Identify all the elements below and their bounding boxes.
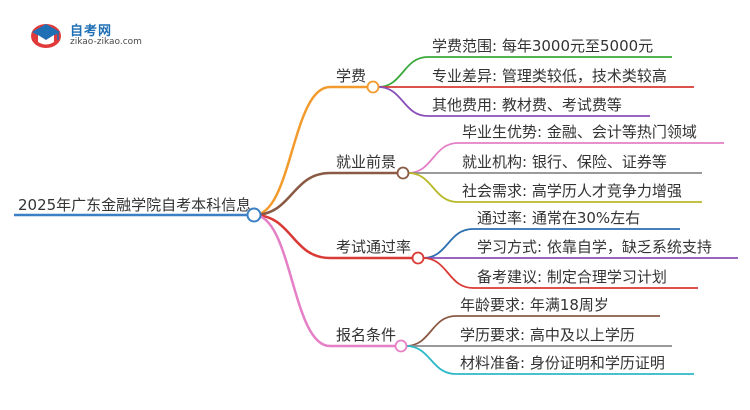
root-label: 2025年广东金融学院自考本科信息: [18, 196, 251, 214]
leaf-edge: [407, 172, 459, 203]
branch-label: 学费: [336, 67, 366, 85]
graduation-cap-icon: [31, 24, 61, 48]
leaf-label: 通过率: 通常在30%左右: [477, 209, 640, 227]
leaf-label: 材料准备: 身份证明和学历证明: [460, 354, 665, 372]
branch-label: 就业前景: [336, 153, 396, 171]
site-logo: 自考网 zikao-zikao.com: [28, 18, 168, 52]
leaf-edge: [405, 345, 457, 375]
root-node[interactable]: [246, 207, 262, 223]
branch-edge: [253, 85, 331, 217]
leaf-label: 年龄要求: 年满18周岁: [460, 296, 609, 314]
branch-node[interactable]: [366, 80, 380, 94]
branch-node[interactable]: [394, 339, 408, 353]
leaf-edge: [405, 315, 457, 347]
leaf-label: 毕业生优势: 金融、会计等热门领域: [462, 123, 697, 141]
branch-edge: [253, 213, 331, 348]
leaf-edge: [422, 228, 474, 259]
branch-label: 考试通过率: [336, 238, 411, 256]
leaf-edge: [422, 257, 474, 289]
leaf-edge: [407, 142, 459, 174]
leaf-label: 备考建议: 制定合理学习计划: [477, 268, 667, 286]
leaf-edge: [377, 86, 429, 117]
leaf-label: 学历要求: 高中及以上学历: [460, 326, 635, 344]
leaf-label: 专业差异: 管理类较低，技术类较高: [432, 67, 667, 85]
logo-domain: zikao-zikao.com: [70, 37, 142, 47]
leaf-label: 就业机构: 银行、保险、证券等: [462, 153, 667, 171]
leaf-edge: [377, 56, 429, 88]
branch-node[interactable]: [396, 166, 410, 180]
leaf-label: 学费范围: 每年3000元至5000元: [432, 37, 653, 55]
branch-node[interactable]: [411, 251, 425, 265]
leaf-label: 社会需求: 高学历人才竞争力增强: [462, 182, 682, 200]
branch-edge: [253, 171, 331, 217]
branch-edge: [253, 213, 331, 260]
logo-title: 自考网: [70, 24, 113, 39]
leaf-label: 其他费用: 教材费、考试费等: [432, 96, 622, 114]
leaf-label: 学习方式: 依靠自学，缺乏系统支持: [477, 238, 712, 256]
branch-label: 报名条件: [336, 326, 396, 344]
